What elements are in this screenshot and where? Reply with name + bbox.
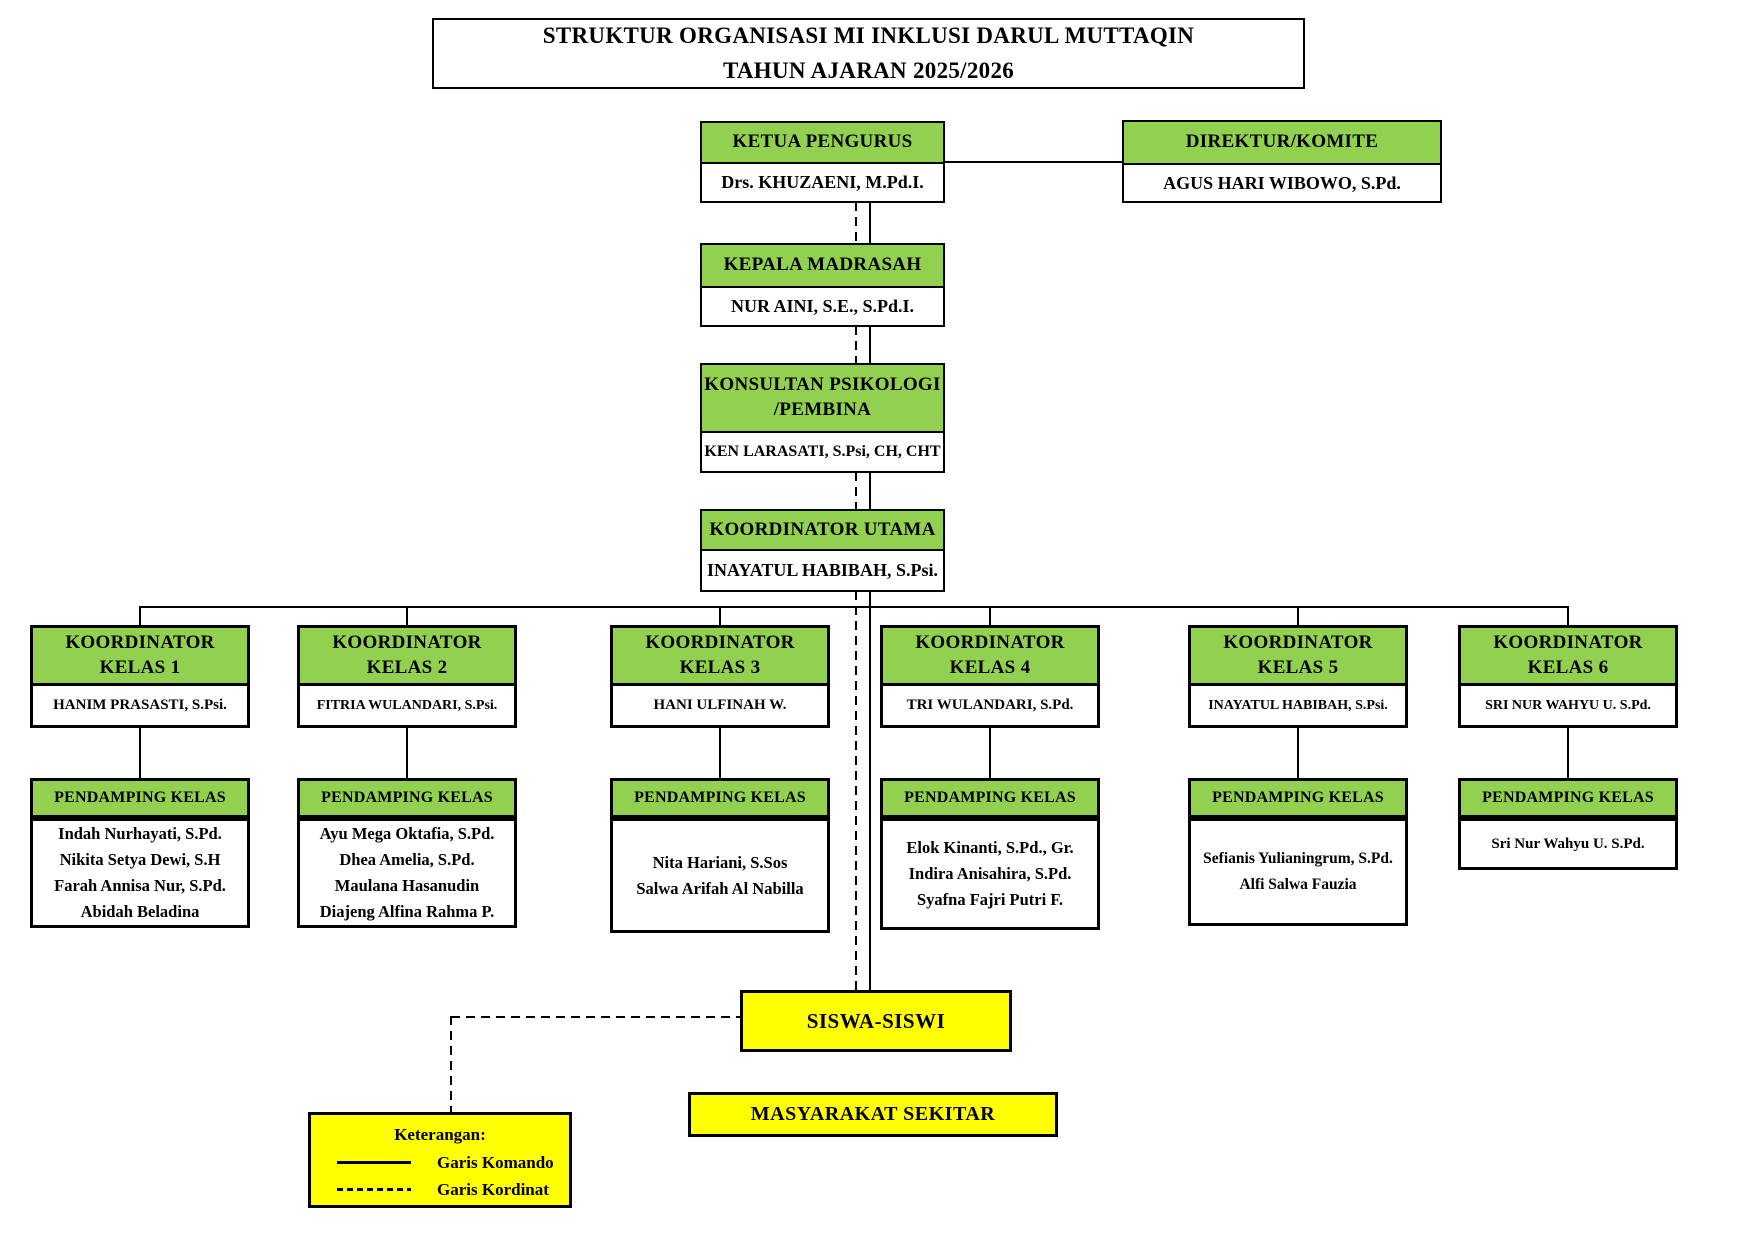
- command-line-distribution: [139, 606, 1569, 608]
- siswa-siswi-box: SISWA-SISWI: [740, 990, 1012, 1052]
- command-line-konsultan-utama: [869, 472, 871, 510]
- koordinator-kelas-5-name: INAYATUL HABIBAH, S.Psi.: [1208, 697, 1388, 713]
- legend-row-komando: Garis Komando: [321, 1149, 559, 1176]
- dashed-line-sample: [337, 1188, 411, 1191]
- ketua-pengurus-box: KETUA PENGURUS Drs. KHUZAENI, M.Pd.I.: [700, 121, 945, 203]
- koordinator-kelas-6-name: SRI NUR WAHYU U. S.Pd.: [1485, 697, 1651, 713]
- koordinator-kelas-4-name: TRI WULANDARI, S.Pd.: [906, 697, 1074, 713]
- command-line-kelas-1: [139, 728, 141, 778]
- koordinator-utama-box: KOORDINATOR UTAMA INAYATUL HABIBAH, S.Ps…: [700, 509, 945, 592]
- pendamping-kelas-1-header: PENDAMPING KELAS: [30, 778, 250, 818]
- pendamping-kelas-5-header: PENDAMPING KELAS: [1188, 778, 1408, 818]
- pendamping-kelas-6-header: PENDAMPING KELAS: [1458, 778, 1678, 818]
- coordination-line-siswa-horizontal: [451, 1016, 740, 1018]
- coordination-line-konsultan-utama: [855, 472, 857, 510]
- ketua-pengurus-role: KETUA PENGURUS: [702, 123, 943, 164]
- konsultan-psikologi-role: KONSULTAN PSIKOLOGI/PEMBINA: [702, 365, 943, 433]
- pendamping-kelas-2-header: PENDAMPING KELAS: [297, 778, 517, 818]
- coordination-line-utama-siswa: [855, 591, 857, 991]
- konsultan-psikologi-box: KONSULTAN PSIKOLOGI/PEMBINA KEN LARASATI…: [700, 363, 945, 473]
- chart-title-box: STRUKTUR ORGANISASI MI INKLUSI DARUL MUT…: [432, 18, 1305, 89]
- chart-title-line2: TAHUN AJARAN 2025/2026: [722, 57, 1015, 83]
- command-stub-kelas-6: [1567, 606, 1569, 625]
- koordinator-kelas-1-name: HANIM PRASASTI, S.Psi.: [53, 697, 227, 713]
- command-line-kelas-5: [1297, 728, 1299, 778]
- pendamping-kelas-5-members: Sefianis Yulianingrum, S.Pd.Alfi Salwa F…: [1188, 818, 1408, 926]
- koordinator-kelas-3-name: HANI ULFINAH W.: [653, 697, 787, 713]
- masyarakat-sekitar-box: MASYARAKAT SEKITAR: [688, 1092, 1058, 1137]
- command-line-kelas-3: [719, 728, 721, 778]
- command-line-kelas-6: [1567, 728, 1569, 778]
- pendamping-kelas-4-members: Elok Kinanti, S.Pd., Gr.Indira Anisahira…: [880, 818, 1100, 930]
- chart-title-line1: STRUKTUR ORGANISASI MI INKLUSI DARUL MUT…: [542, 23, 1195, 48]
- koordinator-utama-role: KOORDINATOR UTAMA: [702, 511, 943, 551]
- pendamping-kelas-6-members: Sri Nur Wahyu U. S.Pd.: [1458, 818, 1678, 870]
- direktur-komite-role: DIREKTUR/KOMITE: [1124, 122, 1440, 165]
- legend-box: Keterangan: Garis Komando Garis Kordinat: [308, 1112, 572, 1208]
- pendamping-kelas-1-members: Indah Nurhayati, S.Pd.Nikita Setya Dewi,…: [30, 818, 250, 928]
- command-stub-kelas-4: [989, 606, 991, 625]
- coordination-line-legend-vertical: [450, 1016, 452, 1112]
- command-stub-kelas-1: [139, 606, 141, 625]
- koordinator-utama-name: INAYATUL HABIBAH, S.Psi.: [707, 560, 938, 580]
- kepala-madrasah-box: KEPALA MADRASAH NUR AINI, S.E., S.Pd.I.: [700, 243, 945, 327]
- direktur-komite-name: AGUS HARI WIBOWO, S.Pd.: [1163, 172, 1401, 193]
- pendamping-kelas-2-members: Ayu Mega Oktafia, S.Pd.Dhea Amelia, S.Pd…: [297, 818, 517, 928]
- legend-label-kordinat: Garis Kordinat: [437, 1179, 549, 1199]
- command-line-utama-siswa: [869, 591, 871, 991]
- direktur-komite-box: DIREKTUR/KOMITE AGUS HARI WIBOWO, S.Pd.: [1122, 120, 1442, 203]
- command-line-kelas-2: [406, 728, 408, 778]
- legend-row-kordinat: Garis Kordinat: [321, 1176, 559, 1203]
- solid-line-sample: [337, 1161, 411, 1164]
- command-line-ketua-kepala: [869, 202, 871, 244]
- kepala-madrasah-role: KEPALA MADRASAH: [702, 245, 943, 288]
- legend-title: Keterangan:: [394, 1125, 486, 1144]
- pendamping-kelas-4-header: PENDAMPING KELAS: [880, 778, 1100, 818]
- command-stub-kelas-5: [1297, 606, 1299, 625]
- legend-label-komando: Garis Komando: [437, 1152, 554, 1172]
- coordination-line-ketua-kepala: [855, 202, 857, 244]
- konsultan-psikologi-name: KEN LARASATI, S.Psi, CH, CHT: [704, 443, 941, 460]
- command-stub-kelas-3: [719, 606, 721, 625]
- pendamping-kelas-3-header: PENDAMPING KELAS: [610, 778, 830, 818]
- kepala-madrasah-name: NUR AINI, S.E., S.Pd.I.: [730, 296, 915, 316]
- koordinator-kelas-2-name: FITRIA WULANDARI, S.Psi.: [316, 697, 498, 713]
- command-line-kelas-4: [989, 728, 991, 778]
- command-line-ketua-direktur: [943, 161, 1124, 163]
- coordination-line-kepala-konsultan: [855, 326, 857, 364]
- command-stub-kelas-2: [406, 606, 408, 625]
- ketua-pengurus-name: Drs. KHUZAENI, M.Pd.I.: [721, 172, 924, 192]
- command-line-kepala-konsultan: [869, 326, 871, 364]
